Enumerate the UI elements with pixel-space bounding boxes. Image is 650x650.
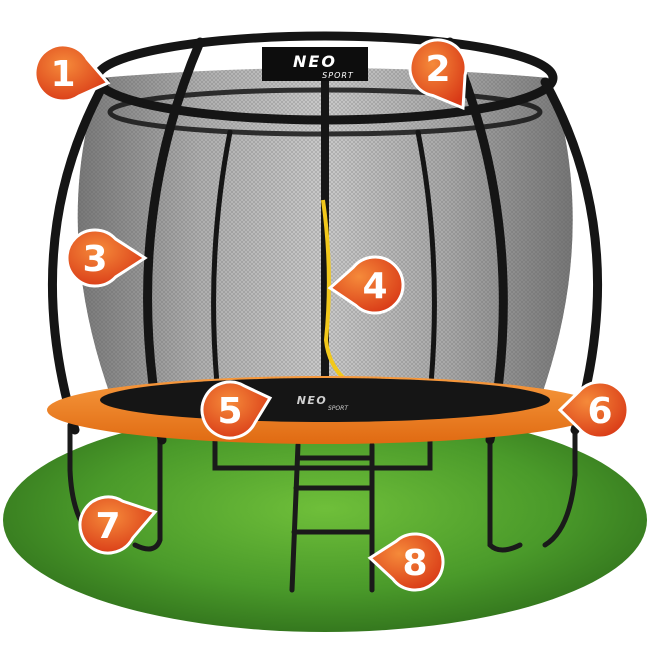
callout-5-label: 5 xyxy=(217,391,242,432)
callout-8-marker xyxy=(367,532,445,592)
callout-3: 3 xyxy=(65,228,148,288)
callout-1-label: 1 xyxy=(50,54,75,95)
callout-5-marker xyxy=(200,380,273,440)
callout-7: 7 xyxy=(78,495,158,555)
callout-8: 8 xyxy=(367,532,445,592)
callout-7-label: 7 xyxy=(95,506,120,547)
callout-2: 2 xyxy=(408,38,468,111)
callout-1: 1 xyxy=(33,43,111,103)
frame-legs xyxy=(67,422,578,553)
callout-4: 4 xyxy=(327,255,405,315)
callout-6: 6 xyxy=(557,380,630,440)
logo-sport: SPORT xyxy=(322,71,354,80)
ladder xyxy=(289,442,375,593)
callout-5: 5 xyxy=(200,380,273,440)
callout-4-label: 4 xyxy=(362,266,387,307)
callout-badges: 1 2 3 4 5 6 7 8 xyxy=(33,38,630,592)
mat-logo-neo: NEO xyxy=(297,394,328,407)
callout-3-label: 3 xyxy=(82,239,107,280)
callout-6-marker xyxy=(557,380,630,440)
callout-8-label: 8 xyxy=(402,543,427,584)
callout-7-marker xyxy=(78,495,158,555)
callout-2-label: 2 xyxy=(425,49,450,90)
mat-logo: NEO SPORT xyxy=(297,394,350,412)
brand-logo: NEO SPORT xyxy=(262,47,368,81)
logo-neo: NEO xyxy=(293,52,337,71)
callout-3-marker xyxy=(65,228,148,288)
grass-ground xyxy=(3,408,647,632)
mat-logo-sport: SPORT xyxy=(328,405,349,412)
callout-2-marker xyxy=(408,38,468,111)
callout-1-marker xyxy=(33,43,111,103)
callout-4-marker xyxy=(327,255,405,315)
callout-6-label: 6 xyxy=(587,391,612,432)
